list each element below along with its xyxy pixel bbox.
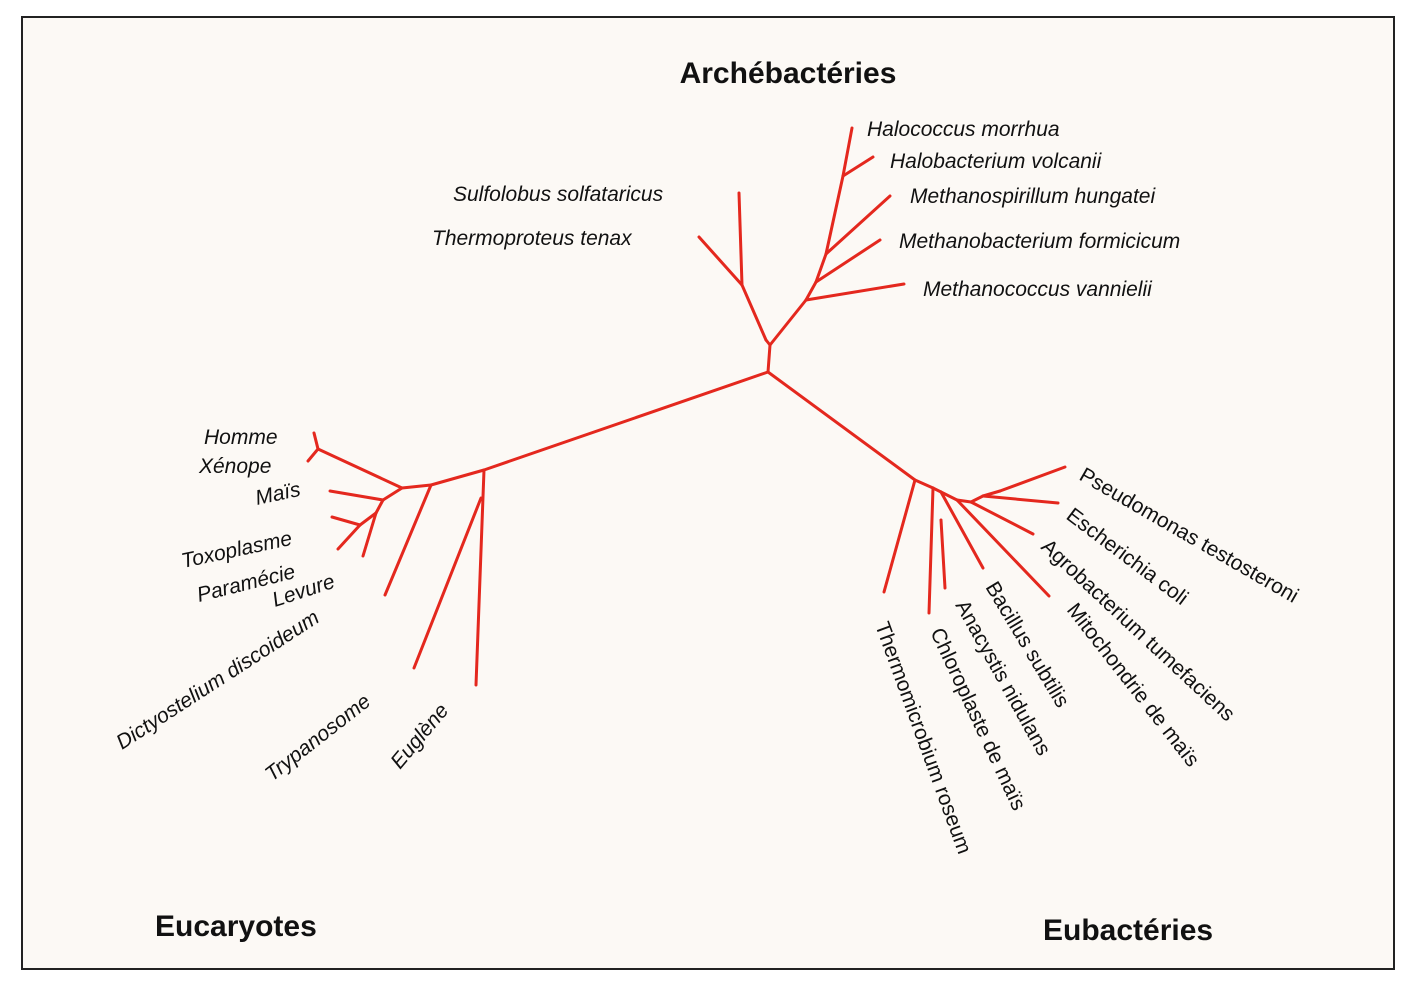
branch-methanococcus	[804, 282, 906, 302]
tree-branches	[306, 126, 1067, 687]
branch-dictyostelium	[383, 483, 433, 597]
branch-trunk-archaea	[766, 343, 772, 374]
branch-methanobacterium	[814, 238, 882, 284]
branch-levure	[361, 511, 378, 558]
domain-label-eukaryotes: Eucaryotes	[155, 910, 317, 943]
branch-homme	[312, 431, 320, 451]
branch-mais	[328, 489, 385, 502]
branch-methanospirillum	[824, 194, 892, 256]
taxon-label: Xénope	[198, 455, 271, 478]
branch-escherichia	[981, 494, 1060, 505]
branch-chloroplaste	[927, 486, 935, 615]
taxon-label: Sulfolobus solfataricus	[453, 183, 664, 206]
archaea-taxa: Halococcus morrhua Halobacterium volcani…	[432, 118, 1180, 301]
branch-pseudomonas	[998, 465, 1067, 493]
branch-anacystis	[939, 518, 947, 590]
branch-mitochondrie	[955, 498, 1051, 598]
branch-euryarchaea	[768, 298, 808, 347]
branch-paramecie	[336, 523, 362, 551]
branch-trunk-bacteria	[766, 370, 917, 482]
taxon-label: Halobacterium volcanii	[890, 150, 1103, 173]
branch-euglene	[474, 468, 486, 687]
branch-xenope	[306, 447, 320, 463]
domain-label-archaea: Archébactéries	[680, 57, 897, 90]
branch-trunk-eukaryotes	[482, 370, 770, 472]
branch-bacillus	[939, 490, 985, 570]
branch-halococcus	[841, 126, 854, 178]
branch-agrobacterium	[969, 500, 1035, 536]
domain-label-bacteria: Eubactéries	[1043, 914, 1213, 947]
branch-toxoplasme	[330, 515, 362, 527]
taxon-label: Methanococcus vannielii	[923, 278, 1153, 301]
taxon-label: Methanospirillum hungatei	[910, 185, 1156, 208]
taxon-label: Halococcus morrhua	[867, 118, 1060, 141]
branch-thermomicrobium	[882, 478, 917, 594]
taxon-label: Thermoproteus tenax	[432, 227, 633, 250]
branch-sulfolobus	[737, 191, 744, 287]
taxon-label: Methanobacterium formicicum	[899, 230, 1180, 253]
branch-thermoproteus	[697, 235, 744, 287]
branch-trypanosome	[412, 496, 483, 670]
taxon-label: Homme	[204, 426, 278, 449]
branch-halobacterium	[841, 155, 875, 178]
figure-frame	[21, 16, 1395, 970]
branch-animals	[316, 447, 404, 490]
